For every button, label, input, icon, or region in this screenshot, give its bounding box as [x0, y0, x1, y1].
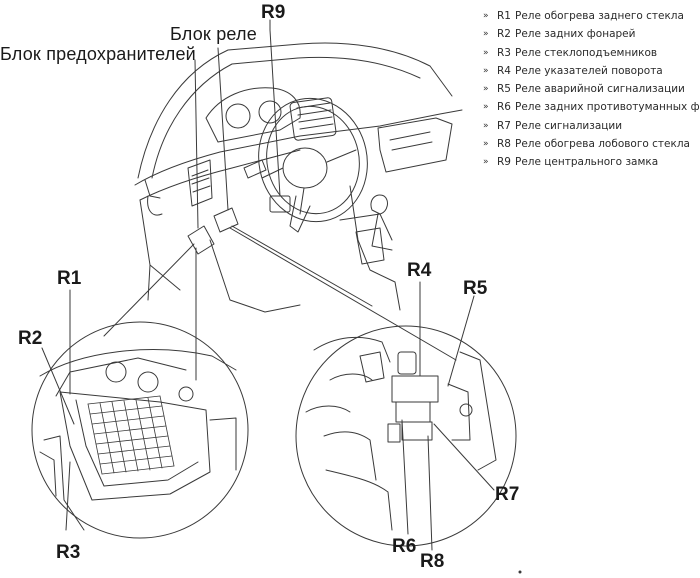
legend-text: Реле сигнализации — [514, 119, 623, 132]
r1-label: R1 — [57, 268, 82, 289]
relay-block-small — [213, 207, 239, 233]
relay-block-inset — [295, 325, 517, 547]
glovebox-outline — [377, 117, 453, 173]
legend-code: R3 — [497, 46, 511, 59]
dashboard-outline — [134, 109, 463, 186]
r7-label: R7 — [495, 484, 520, 505]
legend-text: Реле обогрева лобового стекла — [514, 138, 690, 151]
bullet-icon: » — [483, 102, 489, 113]
r4-label: R4 — [407, 260, 432, 281]
instrument-cluster — [205, 87, 301, 143]
legend-text: Реле задних противотуманных фар — [514, 101, 700, 114]
relay-r9-shape — [269, 195, 291, 213]
legend-code: R4 — [497, 64, 511, 77]
r8-label: R8 — [420, 551, 445, 572]
legend-code: R7 — [497, 119, 511, 132]
r9-leader — [269, 19, 281, 197]
windshield-outline — [137, 42, 453, 179]
legend-text: Реле указателей поворота — [514, 64, 663, 77]
gear-shift — [370, 194, 388, 215]
relay-block-label: Блок реле — [170, 24, 257, 44]
legend-text: Реле аварийной сигнализации — [514, 83, 685, 96]
legend-text: Реле стеклоподъемников — [514, 46, 658, 59]
bullet-icon: » — [483, 157, 489, 168]
fuse-block-detail — [39, 349, 237, 531]
legend-code: R5 — [497, 83, 511, 96]
fuse-block-leader — [194, 59, 199, 229]
legend-text: Реле задних фонарей — [514, 28, 636, 41]
r6-label: R6 — [392, 536, 417, 557]
r9-label: R9 — [261, 2, 286, 23]
steering-wheel — [258, 97, 368, 223]
bullet-icon: » — [483, 139, 489, 150]
bullet-icon: » — [483, 47, 489, 58]
bullet-icon: » — [483, 29, 489, 40]
legend-text: Реле центрального замка — [514, 156, 659, 169]
fuse-block-inset — [31, 321, 249, 539]
legend-code: R1 — [497, 10, 511, 22]
fuse-grid — [87, 395, 175, 475]
legend-code: R2 — [497, 28, 511, 41]
bullet-icon: » — [483, 120, 489, 131]
bullet-icon: » — [483, 11, 489, 21]
bullet-icon: » — [483, 84, 489, 95]
r5-label: R5 — [463, 278, 488, 299]
relay-block-detail — [305, 336, 497, 531]
legend-text: Реле обогрева заднего стекла — [514, 10, 684, 22]
legend-code: R6 — [497, 101, 511, 114]
legend-code: R9 — [497, 156, 511, 169]
bullet-icon: » — [483, 65, 489, 76]
fuse-block-label: Блок предохранителей — [0, 44, 196, 64]
r3-label: R3 — [56, 542, 81, 563]
fuse-block-small — [187, 225, 215, 255]
relay-block-leader — [217, 47, 229, 211]
legend-code: R8 — [497, 138, 511, 151]
r2-label: R2 — [18, 328, 43, 349]
